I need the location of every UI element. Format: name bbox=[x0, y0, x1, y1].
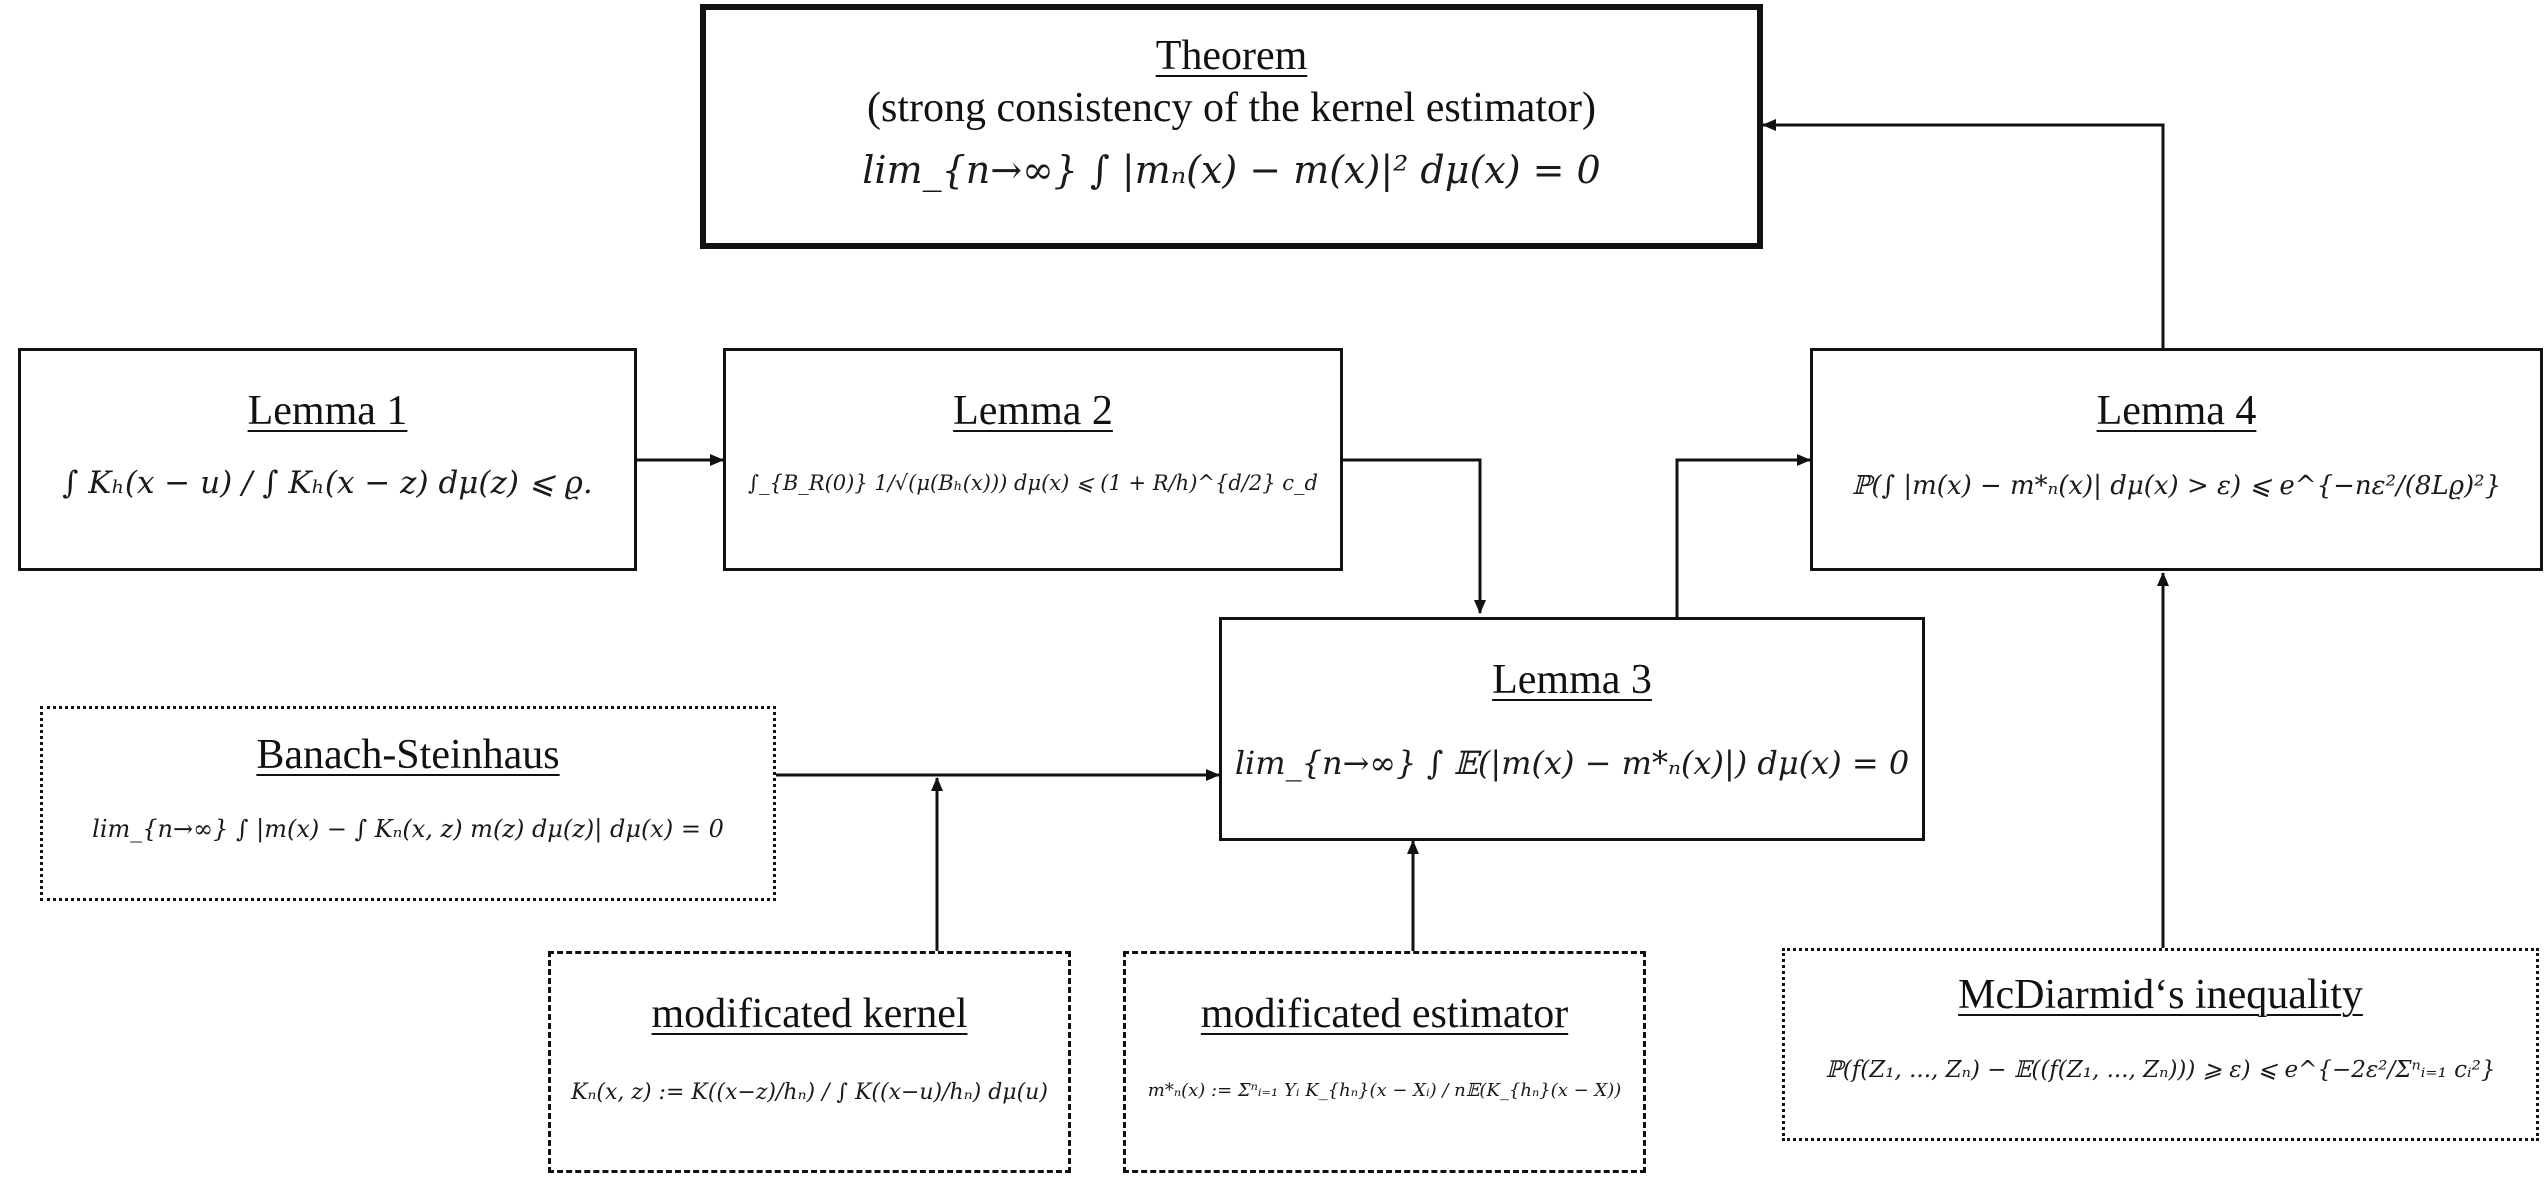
mcdiarmid-title: McDiarmid‘s inequality bbox=[1958, 972, 2363, 1018]
lemma2-box: Lemma 2 ∫_{B_R(0)} 1/√(μ(Bₕ(x))) dμ(x) ⩽… bbox=[723, 348, 1343, 571]
lemma1-title: Lemma 1 bbox=[247, 388, 408, 434]
mcdiarmid-box: McDiarmid‘s inequality ℙ(f(Z₁, ..., Zₙ) … bbox=[1782, 948, 2539, 1141]
modificated-kernel-title: modificated kernel bbox=[651, 991, 968, 1037]
lemma4-box: Lemma 4 ℙ(∫ |m(x) − m*ₙ(x)| dμ(x) > ε) ⩽… bbox=[1810, 348, 2543, 571]
banach-steinhaus-box: Banach-Steinhaus lim_{n→∞} ∫ |m(x) − ∫ K… bbox=[40, 706, 776, 901]
modificated-kernel-box: modificated kernel Kₙ(x, z) := K((x−z)/h… bbox=[548, 951, 1071, 1173]
arrow-lemma3-to-lemma4 bbox=[1675, 454, 1811, 617]
lemma1-box: Lemma 1 ∫ Kₕ(x − u) / ∫ Kₕ(x − z) dμ(z) … bbox=[18, 348, 637, 571]
mcdiarmid-formula: ℙ(f(Z₁, ..., Zₙ) − 𝔼((f(Z₁, ..., Zₙ))) ⩾… bbox=[1825, 1057, 2496, 1083]
theorem-box: Theorem (strong consistency of the kerne… bbox=[700, 4, 1763, 249]
lemma2-title: Lemma 2 bbox=[953, 388, 1113, 434]
lemma3-formula: lim_{n→∞} ∫ 𝔼(|m(x) − m*ₙ(x)|) dμ(x) = 0 bbox=[1234, 744, 1910, 782]
modificated-estimator-box: modificated estimator m*ₙ(x) := Σⁿᵢ₌₁ Yᵢ… bbox=[1123, 951, 1646, 1173]
arrow-lemma2-to-lemma3 bbox=[1343, 458, 1486, 614]
theorem-formula: lim_{n→∞} ∫ |mₙ(x) − m(x)|² dμ(x) = 0 bbox=[862, 148, 1601, 192]
lemma3-title: Lemma 3 bbox=[1492, 657, 1652, 703]
theorem-title: Theorem bbox=[1155, 33, 1308, 79]
arrow-lemma4-to-theorem bbox=[1762, 119, 2165, 348]
lemma4-title: Lemma 4 bbox=[2096, 388, 2257, 434]
banach-steinhaus-title: Banach-Steinhaus bbox=[256, 732, 560, 778]
modificated-kernel-formula: Kₙ(x, z) := K((x−z)/hₙ) / ∫ K((x−u)/hₙ) … bbox=[571, 1080, 1048, 1105]
lemma3-box: Lemma 3 lim_{n→∞} ∫ 𝔼(|m(x) − m*ₙ(x)|) d… bbox=[1219, 617, 1925, 841]
theorem-subtitle: (strong consistency of the kernel estima… bbox=[867, 85, 1596, 131]
modificated-estimator-formula: m*ₙ(x) := Σⁿᵢ₌₁ Yᵢ K_{hₙ}(x − Xᵢ) / n𝔼(K… bbox=[1147, 1080, 1622, 1101]
lemma2-formula: ∫_{B_R(0)} 1/√(μ(Bₕ(x))) dμ(x) ⩽ (1 + R/… bbox=[748, 471, 1318, 495]
lemma1-formula: ∫ Kₕ(x − u) / ∫ Kₕ(x − z) dμ(z) ⩽ ϱ. bbox=[62, 465, 593, 501]
lemma4-formula: ℙ(∫ |m(x) − m*ₙ(x)| dμ(x) > ε) ⩽ e^{−nε²… bbox=[1851, 471, 2502, 501]
modificated-estimator-title: modificated estimator bbox=[1200, 991, 1569, 1037]
banach-steinhaus-formula: lim_{n→∞} ∫ |m(x) − ∫ Kₙ(x, z) m(z) dμ(z… bbox=[92, 815, 724, 843]
